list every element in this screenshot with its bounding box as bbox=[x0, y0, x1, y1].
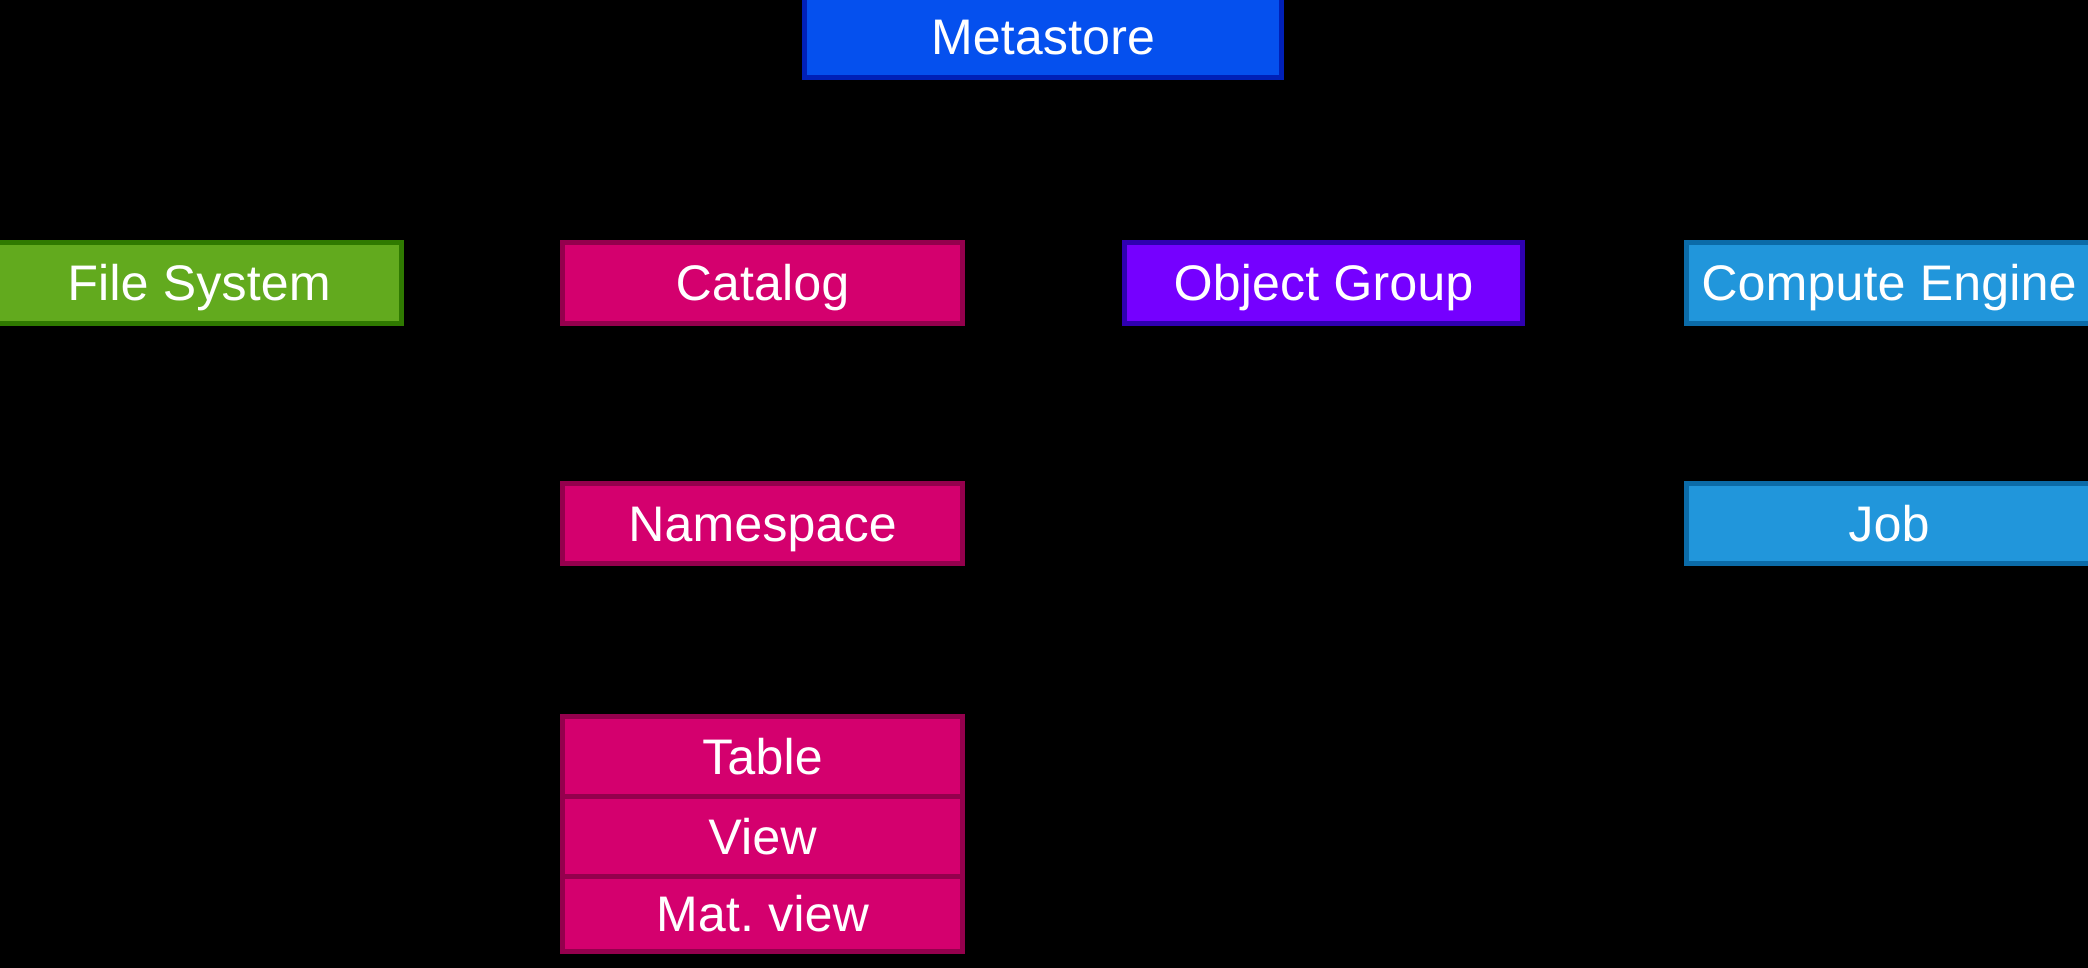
node-view[interactable]: View bbox=[560, 794, 965, 874]
node-table[interactable]: Table bbox=[560, 714, 965, 794]
edge-namespace-table-stack bbox=[756, 566, 768, 720]
node-catalog-label: Catalog bbox=[675, 255, 850, 311]
node-compute-engine[interactable]: Compute Engine bbox=[1684, 240, 2088, 326]
edge-metastore-catalog bbox=[756, 80, 1045, 246]
node-table-label: Table bbox=[702, 728, 823, 785]
node-mat-view[interactable]: Mat. view bbox=[560, 874, 965, 954]
node-file-system-label: File System bbox=[67, 255, 331, 311]
node-compute-engine-label: Compute Engine bbox=[1701, 255, 2077, 311]
node-job-label: Job bbox=[1848, 495, 1930, 552]
node-catalog[interactable]: Catalog bbox=[560, 240, 965, 326]
node-metastore-label: Metastore bbox=[930, 9, 1156, 65]
node-object-group[interactable]: Object Group bbox=[1122, 240, 1525, 326]
node-view-label: View bbox=[708, 808, 817, 865]
node-namespace-label: Namespace bbox=[628, 495, 897, 552]
edge-compute-engine-job bbox=[1883, 326, 1895, 487]
node-job[interactable]: Job bbox=[1684, 481, 2088, 566]
edge-metastore-compute-engine bbox=[1041, 80, 1895, 246]
node-file-system[interactable]: File System bbox=[0, 240, 404, 326]
node-mat-view-label: Mat. view bbox=[656, 886, 869, 942]
node-namespace[interactable]: Namespace bbox=[560, 481, 965, 566]
node-object-group-label: Object Group bbox=[1173, 255, 1474, 311]
edge-catalog-namespace bbox=[756, 326, 768, 487]
node-metastore[interactable]: Metastore bbox=[802, 0, 1284, 80]
edge-metastore-file-system bbox=[193, 80, 1045, 246]
edge-metastore-object-group bbox=[1041, 80, 1329, 246]
